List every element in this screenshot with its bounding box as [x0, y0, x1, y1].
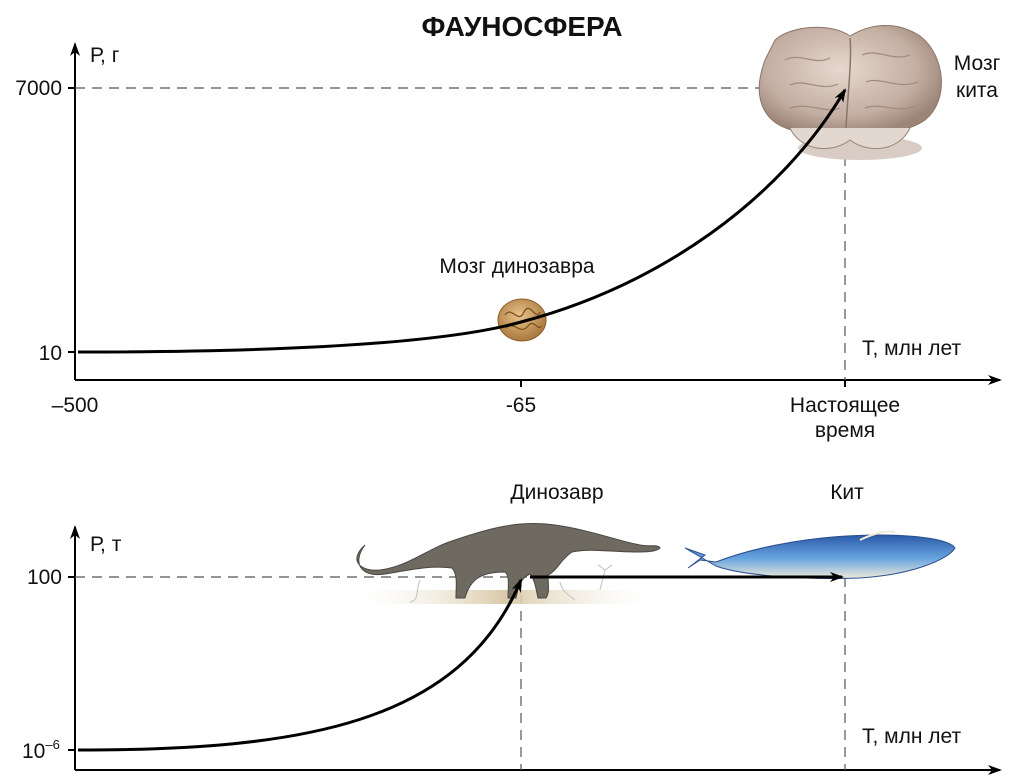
whale-label: Кит: [830, 481, 864, 504]
top-xtick-label-present-line2: время: [815, 419, 875, 442]
chart-top: Р, г Т, млн лет 7000 10 –500 -65 Настоящ…: [15, 25, 1000, 442]
top-curve: [78, 90, 845, 352]
whale-icon: [685, 532, 955, 579]
dinosaur-icon: [345, 523, 665, 604]
top-xtick-label-500: –500: [52, 394, 99, 417]
top-xlabel: Т, млн лет: [862, 337, 962, 360]
bottom-ylabel: Р, т: [90, 533, 122, 556]
top-ytick-label-10: 10: [39, 342, 62, 365]
bottom-ytick-label-1e-6: 10–6: [22, 737, 60, 763]
top-xtick-label-65: -65: [506, 394, 536, 417]
figure-title: ФАУНОСФЕРА: [421, 11, 622, 42]
dino-brain-label: Мозг динозавра: [439, 255, 594, 278]
top-ylabel: Р, г: [90, 44, 120, 67]
top-ytick-label-7000: 7000: [15, 77, 62, 100]
bottom-xlabel: Т, млн лет: [862, 725, 962, 748]
whale-brain-label-line2: кита: [956, 79, 998, 102]
bottom-curve: [78, 580, 521, 750]
whale-brain-icon: [759, 25, 941, 160]
dinosaur-label: Динозавр: [510, 481, 603, 504]
bottom-ytick-exponent: –6: [45, 737, 59, 752]
bottom-ytick-base: 10: [22, 740, 45, 763]
top-xtick-label-present-line1: Настоящее: [790, 394, 900, 417]
walnut-brain-icon: [498, 299, 546, 341]
whale-brain-label-line1: Мозг: [954, 52, 1001, 75]
bottom-ytick-label-100: 100: [27, 566, 62, 589]
chart-bottom: Р, т Т, млн лет 100 10–6 Динозавр Кит: [22, 481, 1000, 770]
